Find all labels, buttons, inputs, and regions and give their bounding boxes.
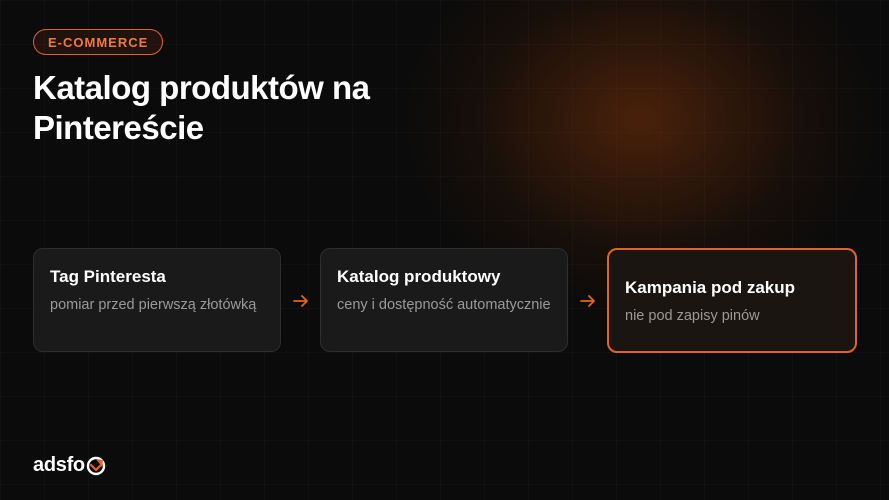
brand-logo: adsfo xyxy=(33,454,106,477)
arrow-right-icon xyxy=(580,295,595,307)
step-card-campaign: Kampania pod zakup nie pod zapisy pinów xyxy=(607,248,857,353)
step-card-tag: Tag Pinteresta pomiar przed pierwszą zło… xyxy=(33,248,281,352)
step-title: Kampania pod zakup xyxy=(625,278,796,297)
step-description: nie pod zapisy pinów xyxy=(625,308,760,324)
page-title: Katalog produktów na Pintereście xyxy=(33,69,370,146)
arrow-right-icon xyxy=(293,295,308,307)
step-title: Tag Pinteresta xyxy=(50,267,166,286)
fox-icon xyxy=(86,456,106,475)
step-card-catalog: Katalog produktowy ceny i dostępność aut… xyxy=(320,248,568,352)
step-description: ceny i dostępność automatycznie xyxy=(337,297,551,313)
logo-text: adsfo xyxy=(33,454,85,476)
step-description: pomiar przed pierwszą złotówką xyxy=(50,297,257,313)
category-tag: E-COMMERCE xyxy=(33,29,164,55)
step-title: Katalog produktowy xyxy=(337,267,501,286)
